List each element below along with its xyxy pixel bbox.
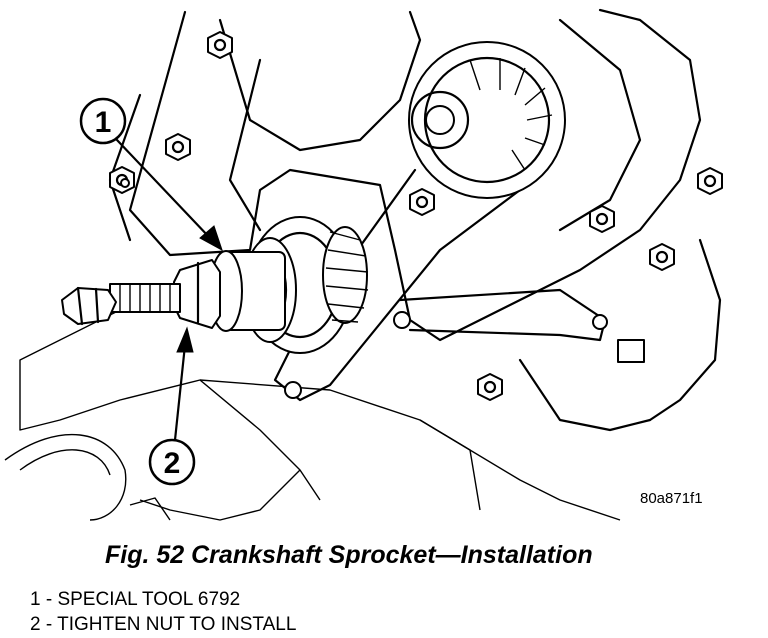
bolt-icon [409, 188, 435, 216]
bolt-icon [477, 373, 503, 401]
leader-arrows [115, 138, 223, 442]
bolt-icon [120, 178, 130, 188]
bolt-icon [589, 205, 615, 233]
bolt-icon [649, 243, 675, 271]
block-boss [617, 339, 645, 363]
callout-2: 2 [148, 438, 196, 486]
engine-block-outline [4, 8, 722, 521]
special-tool-6792 [61, 250, 286, 332]
callout-1-number: 1 [95, 106, 112, 139]
bolt-icon [592, 314, 608, 330]
figure-code: 80a871f1 [640, 490, 703, 507]
legend-item-2: 2 - TIGHTEN NUT TO INSTALL [30, 614, 297, 635]
mounting-bolts [109, 31, 723, 401]
bolt-icon [284, 381, 302, 399]
callout-1: 1 [79, 97, 127, 145]
arrow-head-icon [199, 225, 223, 252]
callout-2-number: 2 [164, 447, 181, 480]
figure-caption: Fig. 52 Crankshaft Sprocket—Installation [105, 541, 593, 569]
bolt-icon [207, 31, 233, 59]
bolt-icon [697, 167, 723, 195]
arrow-head-icon [176, 326, 194, 353]
legend-item-1: 1 - SPECIAL TOOL 6792 [30, 589, 241, 610]
upper-sprocket [408, 41, 566, 199]
bolt-icon [393, 311, 411, 329]
bolt-icon [165, 133, 191, 161]
